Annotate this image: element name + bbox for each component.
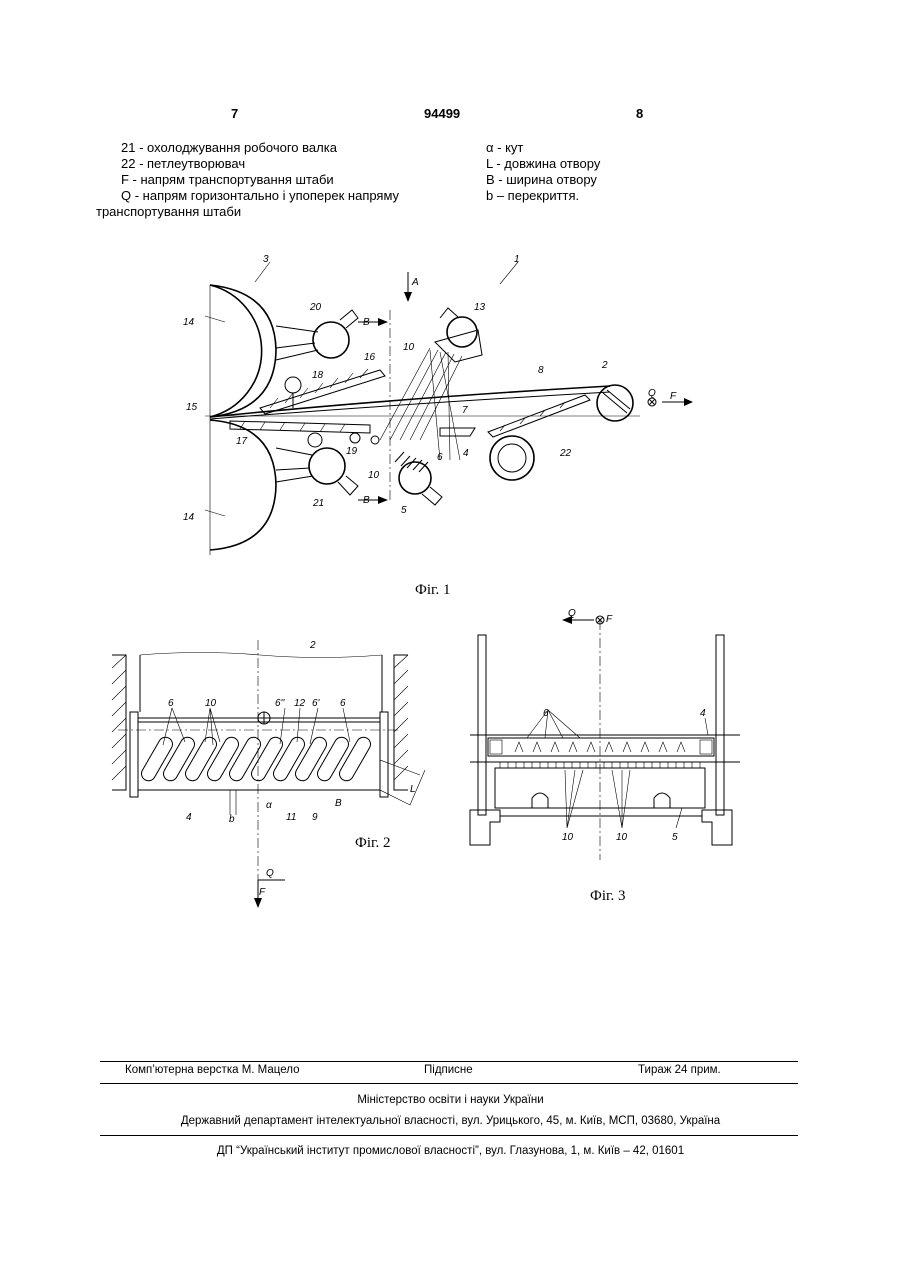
footer-department: Державний департамент інтелектуальної вл…	[0, 1115, 901, 1127]
label-14-top: 14	[183, 317, 195, 328]
label-2: 2	[601, 360, 608, 371]
label-Q: Q	[648, 388, 656, 399]
label-4: 4	[186, 812, 192, 823]
label-8: 8	[538, 365, 544, 376]
label-A: A	[411, 277, 419, 288]
label-6: 6	[437, 452, 443, 463]
label-19: 19	[346, 446, 358, 457]
label-10-top: 10	[403, 342, 415, 353]
label-18: 18	[312, 370, 324, 381]
label-6: 6	[168, 698, 174, 709]
label-22: 22	[559, 448, 572, 459]
label-10-left: 10	[562, 832, 574, 843]
label-F: F	[670, 391, 677, 402]
label-b: b	[229, 814, 235, 825]
footer-institute: ДП “Український інститут промислової вла…	[0, 1145, 901, 1157]
footer-rule	[100, 1135, 798, 1136]
label-14-bottom: 14	[183, 512, 195, 523]
label-10: 10	[205, 698, 217, 709]
label-B-top: B	[363, 317, 370, 328]
label-4: 4	[700, 708, 706, 719]
label-B: B	[335, 798, 342, 809]
label-2: 2	[309, 640, 316, 651]
label-6-right: 6	[340, 698, 346, 709]
footer-signed: Підписне	[424, 1064, 473, 1076]
upper-roll	[210, 285, 262, 417]
label-13: 13	[474, 302, 486, 313]
footer-ministry: Міністерство освіти і науки України	[0, 1094, 901, 1106]
label-B-bottom: B	[363, 495, 370, 506]
figure-1-caption: Фіг. 1	[415, 582, 450, 599]
figure-2-caption: Фіг. 2	[355, 835, 390, 852]
label-1: 1	[514, 254, 520, 265]
label-5: 5	[672, 832, 678, 843]
label-F: F	[259, 887, 266, 898]
figure-3: Q F 6 4 10 10 5	[470, 608, 740, 860]
label-12: 12	[294, 698, 306, 709]
figure-1: 3 1 A 20 13 B 14 10 16 2 8 18 Q F 15 7 1…	[183, 254, 693, 555]
label-alpha: α	[266, 800, 272, 811]
label-6: 6	[543, 708, 549, 719]
label-9: 9	[312, 812, 318, 823]
footer-rule	[100, 1083, 798, 1084]
label-3: 3	[263, 254, 269, 265]
label-16: 16	[364, 352, 376, 363]
label-Q: Q	[568, 608, 576, 619]
label-4: 4	[463, 448, 469, 459]
label-17: 17	[236, 436, 248, 447]
figure-2: 2 6 10 6'' 12 6' 6 4 b α 11 9 B L Q F	[112, 640, 425, 908]
figure-3-caption: Фіг. 3	[590, 888, 625, 905]
label-6-prime: 6'	[312, 698, 321, 709]
label-11: 11	[286, 812, 296, 823]
label-F: F	[606, 614, 613, 625]
label-10-right: 10	[616, 832, 628, 843]
label-7: 7	[462, 405, 468, 416]
label-Q: Q	[266, 868, 274, 879]
footer-rule	[100, 1061, 798, 1062]
label-15: 15	[186, 402, 198, 413]
label-L: L	[410, 784, 416, 795]
label-5: 5	[401, 505, 407, 516]
label-6-double-prime: 6''	[275, 698, 285, 709]
label-20: 20	[309, 302, 322, 313]
footer-layout: Комп’ютерна верстка М. Мацело	[125, 1064, 299, 1076]
label-21: 21	[312, 498, 324, 509]
label-10-bottom: 10	[368, 470, 380, 481]
footer-circulation: Тираж 24 прим.	[638, 1064, 721, 1076]
